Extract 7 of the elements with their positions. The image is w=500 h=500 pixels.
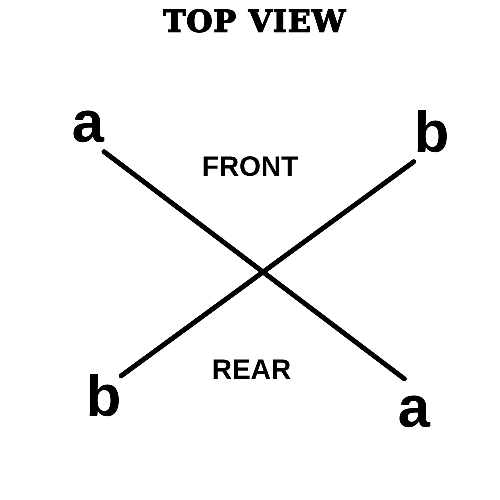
end-label: a	[398, 379, 430, 437]
end-label: b	[414, 104, 450, 162]
diagram-title: TOP VIEW	[163, 8, 347, 38]
side-label: REAR	[212, 356, 292, 384]
side-label: FRONT	[202, 153, 298, 181]
end-label: b	[86, 368, 122, 426]
end-label: a	[72, 94, 104, 152]
